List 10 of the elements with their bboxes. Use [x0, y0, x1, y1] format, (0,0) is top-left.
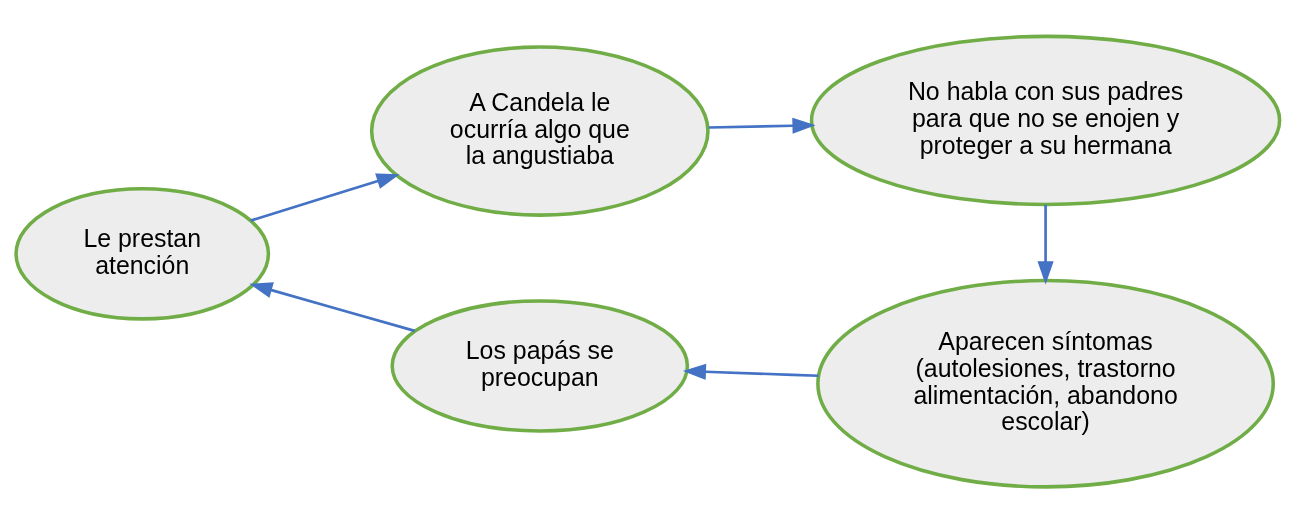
node-ellipse: A Candela le ocurría algo que la angustiaba	[369, 45, 710, 217]
node-ellipse: No habla con sus padres para que no se enojen y proteger a su hermana	[809, 34, 1282, 207]
arrow	[250, 173, 400, 222]
node-ellipse: Los papás se preocupan	[390, 299, 690, 433]
arrow	[249, 282, 416, 333]
arrow	[708, 117, 816, 134]
arrow	[1037, 204, 1054, 285]
node-ellipse: Aparecen síntomas (autolesiones, trastorno alimentación, abandono escolar)	[816, 278, 1276, 489]
arrow	[682, 363, 819, 380]
node-ellipse: Le prestan atención	[14, 187, 271, 321]
